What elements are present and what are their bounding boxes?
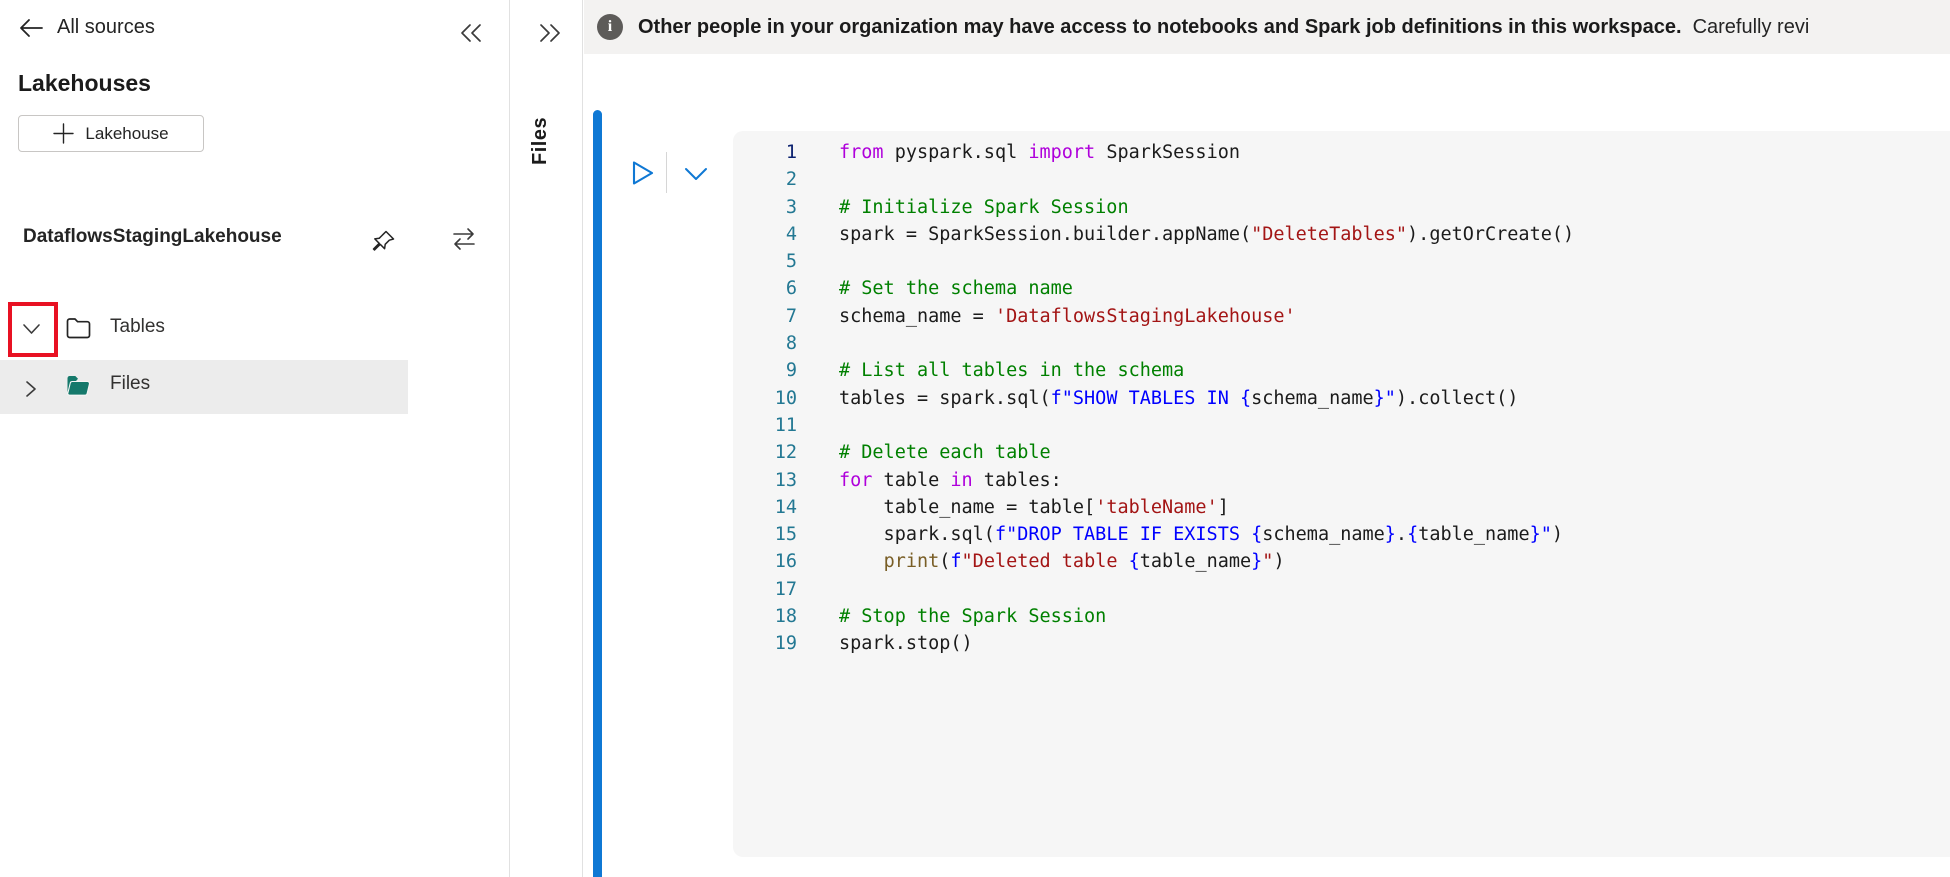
code-line-text: spark.sql(f"DROP TABLE IF EXISTS {schema…: [839, 524, 1564, 546]
line-number: 7: [785, 305, 797, 327]
code-line[interactable]: 9 # List all tables in the schema: [733, 357, 1950, 384]
selected-row-highlight: [0, 360, 408, 414]
chevron-down-icon[interactable]: [22, 321, 41, 337]
code-line[interactable]: 11: [733, 412, 1950, 439]
lakehouse-item-row[interactable]: DataflowsStagingLakehouse: [0, 224, 510, 258]
add-lakehouse-button[interactable]: Lakehouse: [18, 115, 204, 152]
pin-icon[interactable]: [370, 227, 398, 255]
code-line-text: # Stop the Spark Session: [839, 606, 1107, 628]
back-arrow-icon: [18, 17, 44, 39]
line-number: 14: [774, 496, 797, 518]
back-to-all-sources-button[interactable]: All sources: [18, 16, 155, 39]
line-number: 13: [774, 469, 797, 491]
code-cell[interactable]: 1 from pyspark.sql import SparkSession 2 3 #…: [733, 131, 1950, 857]
line-number: 6: [785, 278, 797, 300]
chevron-right-icon[interactable]: [24, 380, 38, 398]
files-label: Files: [110, 373, 151, 394]
code-line-text: spark = SparkSession.builder.appName("De…: [839, 223, 1575, 245]
info-icon: i: [597, 14, 623, 40]
line-number: 9: [785, 360, 797, 382]
line-number: 16: [774, 551, 797, 573]
code-line-text: # Set the schema name: [839, 278, 1073, 300]
code-line[interactable]: 16 print(f"Deleted table {table_name}"): [733, 548, 1950, 575]
files-pane-strip: Files: [511, 0, 583, 877]
line-number: 5: [785, 251, 797, 273]
line-number: 3: [785, 196, 797, 218]
lakehouses-heading: Lakehouses: [18, 70, 151, 96]
banner-bold-text: Other people in your organization may ha…: [638, 15, 1682, 38]
code-line[interactable]: 10 tables = spark.sql(f"SHOW TABLES IN {s…: [733, 385, 1950, 412]
run-options-chevron-icon[interactable]: [683, 163, 709, 185]
code-line-text: # List all tables in the schema: [839, 360, 1185, 382]
code-line[interactable]: 19 spark.stop(): [733, 630, 1950, 657]
expand-pane-button[interactable]: [537, 20, 563, 46]
line-number: 15: [774, 524, 797, 546]
line-number: 17: [774, 578, 797, 600]
files-vertical-tab[interactable]: Files: [529, 116, 551, 165]
line-number: 1: [785, 142, 797, 163]
line-number: 19: [774, 633, 797, 655]
plus-icon: [53, 123, 75, 144]
tree-item-tables[interactable]: Tables: [0, 302, 510, 357]
code-line[interactable]: 15 spark.sql(f"DROP TABLE IF EXISTS {sch…: [733, 521, 1950, 548]
code-line-text: spark.stop(): [839, 633, 973, 655]
tables-label: Tables: [110, 316, 165, 337]
run-toolbar-divider: [666, 152, 667, 193]
line-number: 12: [774, 442, 797, 464]
switch-lakehouse-icon[interactable]: [449, 224, 479, 254]
banner-regular-text: Carefully revi: [1692, 15, 1810, 38]
line-number: 4: [785, 223, 797, 245]
line-number: 8: [785, 333, 797, 355]
code-line-text: for table in tables:: [839, 469, 1062, 491]
code-line[interactable]: 14 table_name = table['tableName']: [733, 494, 1950, 521]
code-line[interactable]: 1 from pyspark.sql import SparkSession: [733, 139, 1950, 166]
code-line-text: # Initialize Spark Session: [839, 196, 1129, 218]
code-line[interactable]: 3 # Initialize Spark Session: [733, 194, 1950, 221]
tree-item-files[interactable]: Files: [0, 359, 510, 414]
code-line[interactable]: 18 # Stop the Spark Session: [733, 603, 1950, 630]
run-cell-button[interactable]: [625, 156, 659, 190]
code-line[interactable]: 5: [733, 248, 1950, 275]
collapse-pane-button[interactable]: [458, 20, 484, 46]
lakehouse-name: DataflowsStagingLakehouse: [23, 226, 282, 247]
line-number: 18: [774, 606, 797, 628]
code-line[interactable]: 4 spark = SparkSession.builder.appName("D…: [733, 221, 1950, 248]
add-lakehouse-label: Lakehouse: [85, 123, 169, 143]
lakehouse-explorer-sidebar: All sources Lakehouses Lakehouse Dataflo…: [0, 0, 510, 877]
code-line[interactable]: 2: [733, 166, 1950, 193]
folder-outline-icon: [64, 314, 94, 342]
code-line[interactable]: 8: [733, 330, 1950, 357]
cell-selection-bar: [593, 110, 602, 877]
code-line-text: # Delete each table: [839, 442, 1051, 464]
code-line-text: from pyspark.sql import SparkSession: [839, 142, 1240, 163]
code-line-text: table_name = table['tableName']: [839, 496, 1229, 518]
code-line[interactable]: 7 schema_name = 'DataflowsStagingLakehous…: [733, 303, 1950, 330]
code-lines[interactable]: 1 from pyspark.sql import SparkSession 2 3 #…: [733, 131, 1950, 658]
code-line[interactable]: 6 # Set the schema name: [733, 275, 1950, 302]
code-line-text: schema_name = 'DataflowsStagingLakehouse…: [839, 305, 1296, 327]
line-number: 11: [774, 414, 797, 436]
notebook-area: i Other people in your organization may …: [584, 0, 1950, 877]
workspace-access-banner: i Other people in your organization may …: [584, 0, 1950, 54]
code-line[interactable]: 13 for table in tables:: [733, 467, 1950, 494]
code-line-text: print(f"Deleted table {table_name}"): [883, 551, 1285, 573]
folder-filled-icon: [64, 371, 94, 399]
line-number: 10: [774, 387, 797, 409]
code-line[interactable]: 17: [733, 576, 1950, 603]
back-label: All sources: [57, 16, 155, 38]
code-line[interactable]: 12 # Delete each table: [733, 439, 1950, 466]
code-line-text: tables = spark.sql(f"SHOW TABLES IN {sch…: [839, 387, 1519, 409]
line-number: 2: [785, 169, 797, 191]
